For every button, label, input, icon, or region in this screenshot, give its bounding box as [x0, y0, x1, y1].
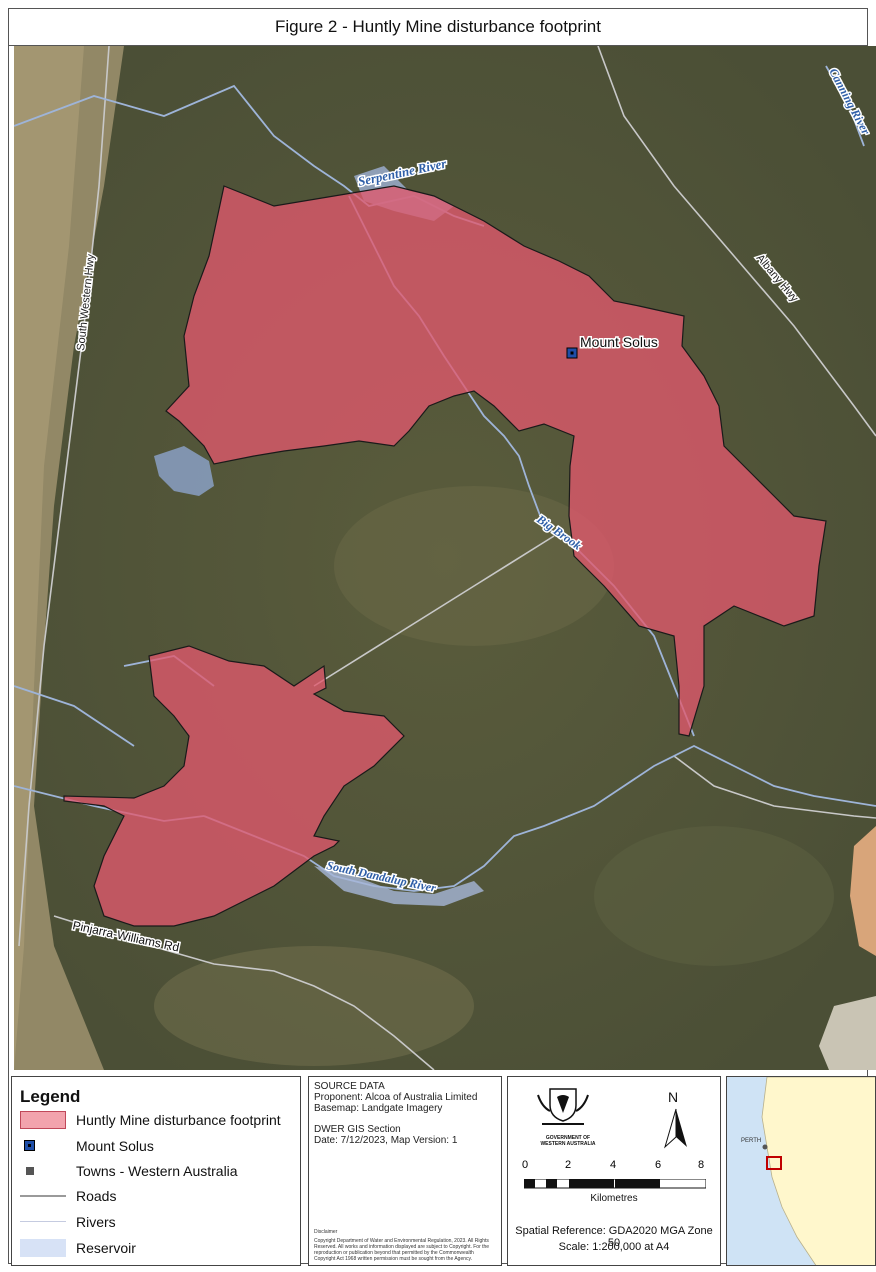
disclaimer-text: Copyright Department of Water and Enviro… [314, 1238, 490, 1262]
scale-tick-4: 4 [610, 1159, 617, 1171]
scale-bar [524, 1179, 706, 1189]
map-canvas[interactable]: Serpentine River Canning River Albany Hw… [14, 46, 876, 1070]
inset-extent-box [766, 1156, 782, 1170]
huntly-footprint-north[interactable] [165, 185, 827, 737]
legend-item-reservoir: Reservoir [20, 1239, 136, 1257]
logo-line-2: WESTERN AUSTRALIA [540, 1141, 596, 1147]
legend-roads-swatch [20, 1187, 66, 1205]
logo-line-1: GOVERNMENT OF [545, 1135, 591, 1141]
north-label: N [668, 1089, 679, 1105]
south-western-hwy-road [18, 46, 110, 947]
legend-item-rivers: Rivers [20, 1213, 116, 1231]
source-proponent: Proponent: Alcoa of Australia Limited [314, 1092, 478, 1103]
label-mount-solus: Mount Solus [580, 334, 658, 350]
map-scale-text: Scale: 1:200,000 at A4 [558, 1241, 670, 1253]
legend-label-footprint: Huntly Mine disturbance footprint [76, 1112, 281, 1128]
legend-label-roads: Roads [76, 1188, 117, 1204]
reservoir-south-dandalup [314, 866, 484, 906]
legend-label-reservoir: Reservoir [76, 1240, 136, 1256]
legend-item-footprint: Huntly Mine disturbance footprint [20, 1111, 281, 1129]
cleared-patch-south [154, 946, 474, 1066]
pinjarra-williams-road [53, 915, 435, 1070]
inset-map-svg: PERTH [741, 1077, 875, 1265]
source-date: Date: 7/12/2023, Map Version: 1 [314, 1135, 458, 1146]
roads-layer [18, 46, 876, 1070]
canning-river [825, 65, 865, 147]
legend-footprint-swatch [20, 1111, 66, 1129]
disclaimer: Disclaimer Copyright Department of Water… [314, 1229, 496, 1262]
inset-land [761, 1077, 875, 1265]
page-title: Figure 2 - Huntly Mine disturbance footp… [8, 8, 868, 46]
mine-area-southeast [819, 996, 876, 1070]
inset-perth-dot [762, 1144, 768, 1150]
legend-item-roads: Roads [20, 1187, 116, 1205]
map-svg[interactable]: Serpentine River Canning River Albany Hw… [14, 46, 876, 1070]
legend-reservoir-swatch [20, 1239, 66, 1257]
legend-label-rivers: Rivers [76, 1214, 116, 1230]
forest-track-east [673, 755, 876, 819]
scale-panel: GOVERNMENT OF WESTERN AUSTRALIA N 0 2 4 … [507, 1076, 721, 1266]
disclaimer-title: Disclaimer [314, 1229, 338, 1235]
legend-rivers-swatch [20, 1213, 66, 1231]
forest-patch [594, 826, 834, 966]
source-heading: SOURCE DATA [314, 1081, 385, 1092]
north-arrow-icon [664, 1108, 687, 1149]
mount-solus-marker-dot [570, 351, 574, 355]
inset-location-map: PERTH [726, 1076, 876, 1266]
source-block: SOURCE DATA Proponent: Alcoa of Australi… [314, 1081, 496, 1114]
legend-label-towns: Towns - Western Australia [76, 1163, 238, 1179]
government-logo-text: GOVERNMENT OF WESTERN AUSTRALIA [518, 1135, 618, 1147]
scale-tick-8: 8 [698, 1159, 705, 1171]
reservoir-serpentine-pipehead [154, 446, 214, 496]
source-basemap: Basemap: Landgate Imagery [314, 1103, 443, 1114]
scale-tick-6: 6 [655, 1159, 662, 1171]
huntly-footprint-layer[interactable] [63, 185, 827, 927]
albany-hwy-road [597, 46, 876, 437]
legend-panel: Legend Huntly Mine disturbance footprint… [11, 1076, 301, 1266]
legend-towns-swatch [20, 1162, 66, 1180]
gis-block: DWER GIS Section Date: 7/12/2023, Map Ve… [314, 1124, 496, 1146]
farmland-area-west [14, 46, 84, 1070]
scale-tick-0: 0 [522, 1159, 529, 1171]
tributary-northwest [14, 685, 135, 747]
legend-item-mount-solus: Mount Solus [20, 1137, 154, 1155]
legend-heading: Legend [20, 1087, 81, 1106]
source-section: DWER GIS Section [314, 1124, 401, 1135]
spatial-reference: Spatial Reference: GDA2020 MGA Zone 50 [515, 1225, 713, 1249]
scale-tick-2: 2 [565, 1159, 572, 1171]
huntly-footprint-south[interactable] [63, 645, 405, 927]
scale-units: Kilometres [590, 1193, 638, 1204]
legend-label-mount-solus: Mount Solus [76, 1138, 154, 1154]
source-data-panel: SOURCE DATA Proponent: Alcoa of Australi… [308, 1076, 502, 1266]
forest-track [313, 535, 555, 687]
legend-mount-solus-swatch [20, 1137, 66, 1155]
mine-pit-east [850, 826, 876, 956]
inset-perth-label: PERTH [741, 1138, 761, 1144]
government-crest-icon [537, 1088, 589, 1125]
scale-bar-labels: 0 2 4 6 8 [522, 1159, 710, 1173]
legend-item-towns: Towns - Western Australia [20, 1162, 238, 1180]
